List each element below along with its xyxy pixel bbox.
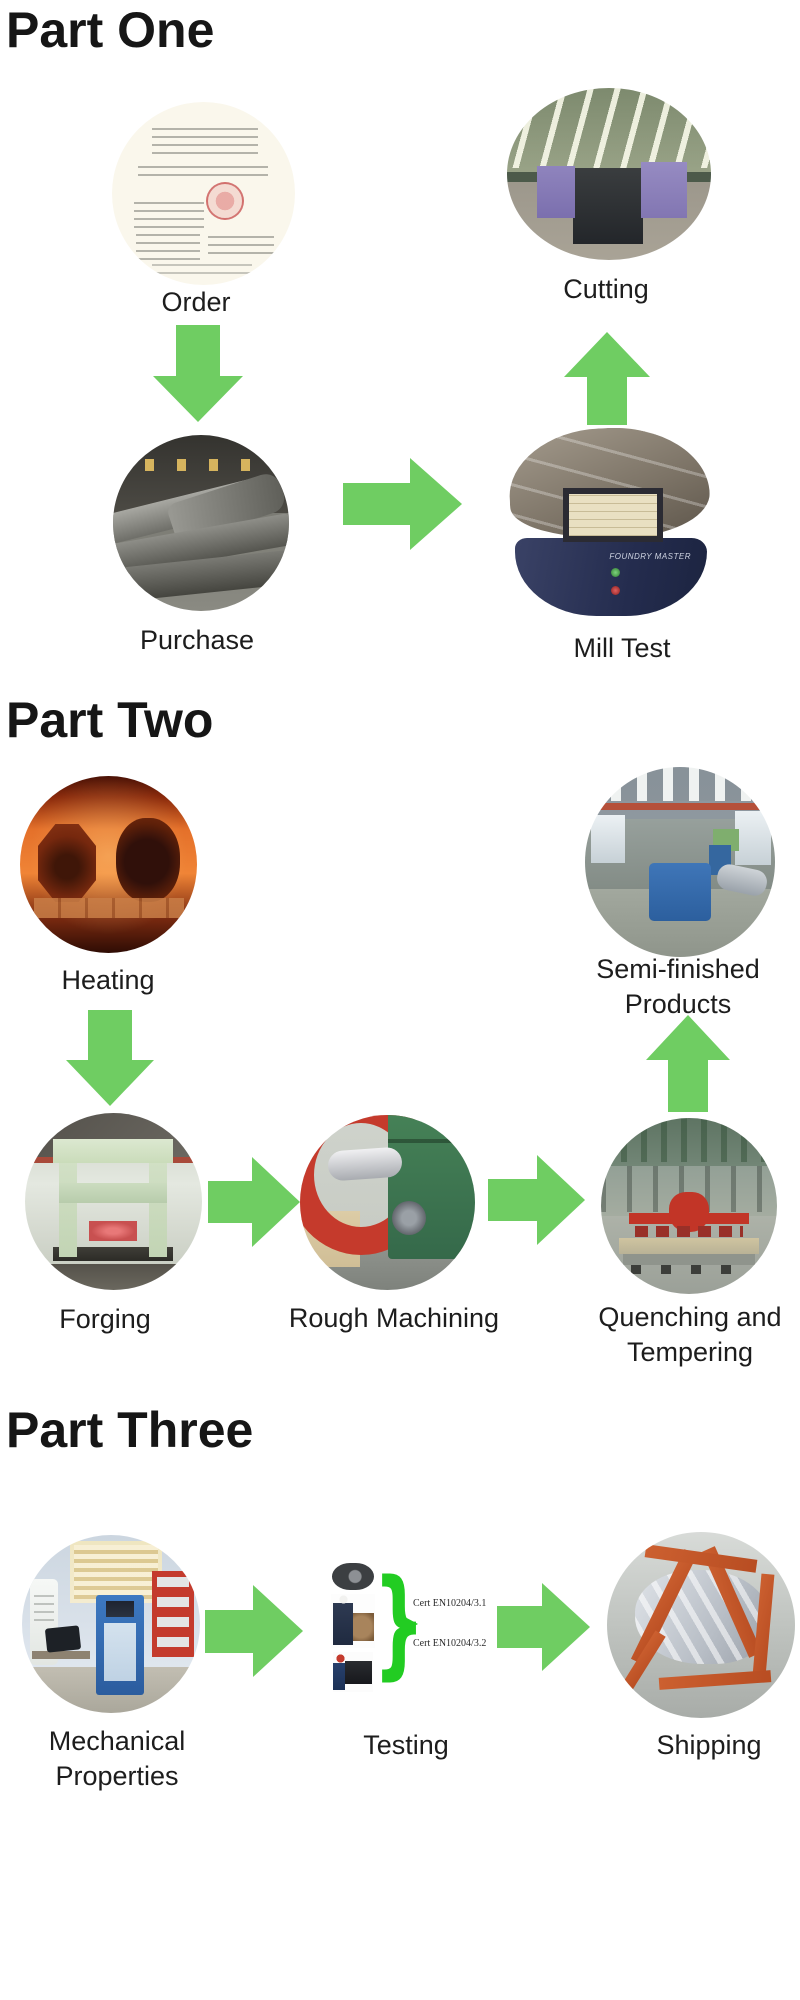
arrow-right-icon bbox=[208, 1157, 300, 1247]
heated-billet bbox=[116, 818, 180, 902]
document-text-lines bbox=[134, 198, 204, 228]
arrow-down-icon bbox=[66, 1010, 154, 1106]
order-photo bbox=[112, 102, 295, 285]
computer-monitor bbox=[44, 1625, 82, 1653]
rough-machining-photo bbox=[300, 1115, 475, 1290]
purchase-label: Purchase bbox=[139, 625, 255, 655]
spectrometer-base: FOUNDRY MASTER bbox=[515, 538, 707, 616]
rough-machining-label: Rough Machining bbox=[288, 1303, 500, 1333]
document-text-lines bbox=[208, 232, 274, 254]
forging-photo bbox=[25, 1113, 202, 1290]
quenching-tempering-label: Quenching and Tempering bbox=[598, 1302, 782, 1368]
arrow-right-icon bbox=[343, 458, 462, 550]
order-label: Order bbox=[161, 287, 231, 317]
furnace-floor-blocks bbox=[34, 898, 184, 918]
testing-label: Testing bbox=[363, 1730, 449, 1760]
arrow-up-icon bbox=[564, 332, 650, 425]
green-indicator-light bbox=[611, 568, 620, 577]
quenching-tempering-photo bbox=[601, 1118, 777, 1294]
workshop-machine bbox=[649, 863, 711, 921]
red-indicator-light bbox=[611, 586, 620, 595]
red-seal bbox=[206, 182, 244, 220]
red-hot-blocks bbox=[635, 1226, 743, 1237]
part-two-title: Part Two bbox=[6, 692, 214, 748]
document-text-lines bbox=[136, 234, 200, 260]
mechanical-properties-photo bbox=[22, 1535, 200, 1713]
cutting-photo bbox=[507, 88, 711, 260]
cutting-label: Cutting bbox=[563, 274, 649, 304]
document-text-lines bbox=[152, 260, 252, 274]
mill-test-photo: FOUNDRY MASTER bbox=[505, 428, 713, 616]
shipping-photo bbox=[607, 1532, 795, 1718]
cert-3-1-text: Cert EN10204/3.1 bbox=[413, 1598, 487, 1609]
cert-3-2-text: Cert EN10204/3.2 bbox=[413, 1638, 487, 1649]
arrow-right-icon bbox=[205, 1585, 303, 1678]
workpiece-shaft bbox=[327, 1146, 403, 1182]
forging-label: Forging bbox=[59, 1304, 151, 1334]
inspector-photo bbox=[331, 1594, 375, 1648]
arrow-up-icon bbox=[646, 1015, 731, 1112]
furnace-trolley bbox=[623, 1254, 755, 1265]
curly-brace-icon: } bbox=[372, 1553, 426, 1691]
test-machine-photo bbox=[333, 1652, 373, 1692]
machined-part bbox=[714, 862, 770, 898]
crate-frame-bar bbox=[644, 1544, 758, 1573]
semi-finished-products-photo bbox=[585, 767, 775, 957]
heating-photo bbox=[20, 776, 197, 953]
testing-figure: } Cert EN10204/3.1 Cert EN10204/3.2 bbox=[325, 1560, 493, 1692]
arrow-down-icon bbox=[153, 325, 243, 422]
furnace-trolley-deck bbox=[619, 1238, 759, 1254]
arrow-right-icon bbox=[497, 1583, 590, 1671]
spectrometer-brand-text: FOUNDRY MASTER bbox=[609, 552, 691, 561]
trolley-wheels bbox=[631, 1265, 747, 1274]
shipping-label: Shipping bbox=[656, 1730, 762, 1760]
heated-billet bbox=[38, 824, 96, 902]
part-three-title: Part Three bbox=[6, 1402, 254, 1458]
semi-finished-label: Semi-finished Products bbox=[596, 954, 760, 1020]
red-hot-part bbox=[669, 1192, 709, 1232]
desk bbox=[32, 1651, 90, 1659]
purchase-photo bbox=[113, 435, 289, 611]
crate-frame-bar bbox=[658, 1670, 772, 1690]
lathe-machine bbox=[388, 1115, 475, 1259]
mill-test-label: Mill Test bbox=[573, 633, 671, 663]
test-ring-photo bbox=[332, 1563, 374, 1590]
arrow-right-icon bbox=[488, 1155, 585, 1245]
mechanical-properties-label: Mechanical Properties bbox=[48, 1726, 186, 1792]
heating-label: Heating bbox=[61, 965, 155, 995]
part-one-title: Part One bbox=[6, 2, 215, 58]
document-text-lines bbox=[138, 160, 268, 176]
brace-arrow-icon bbox=[403, 1616, 418, 1632]
spectrometer-screen bbox=[563, 488, 663, 542]
forging-press bbox=[53, 1139, 173, 1261]
red-test-frame bbox=[152, 1571, 194, 1657]
tensile-testing-machine bbox=[96, 1595, 144, 1695]
document-text-lines bbox=[152, 128, 258, 154]
lathe-chuck bbox=[392, 1201, 426, 1235]
